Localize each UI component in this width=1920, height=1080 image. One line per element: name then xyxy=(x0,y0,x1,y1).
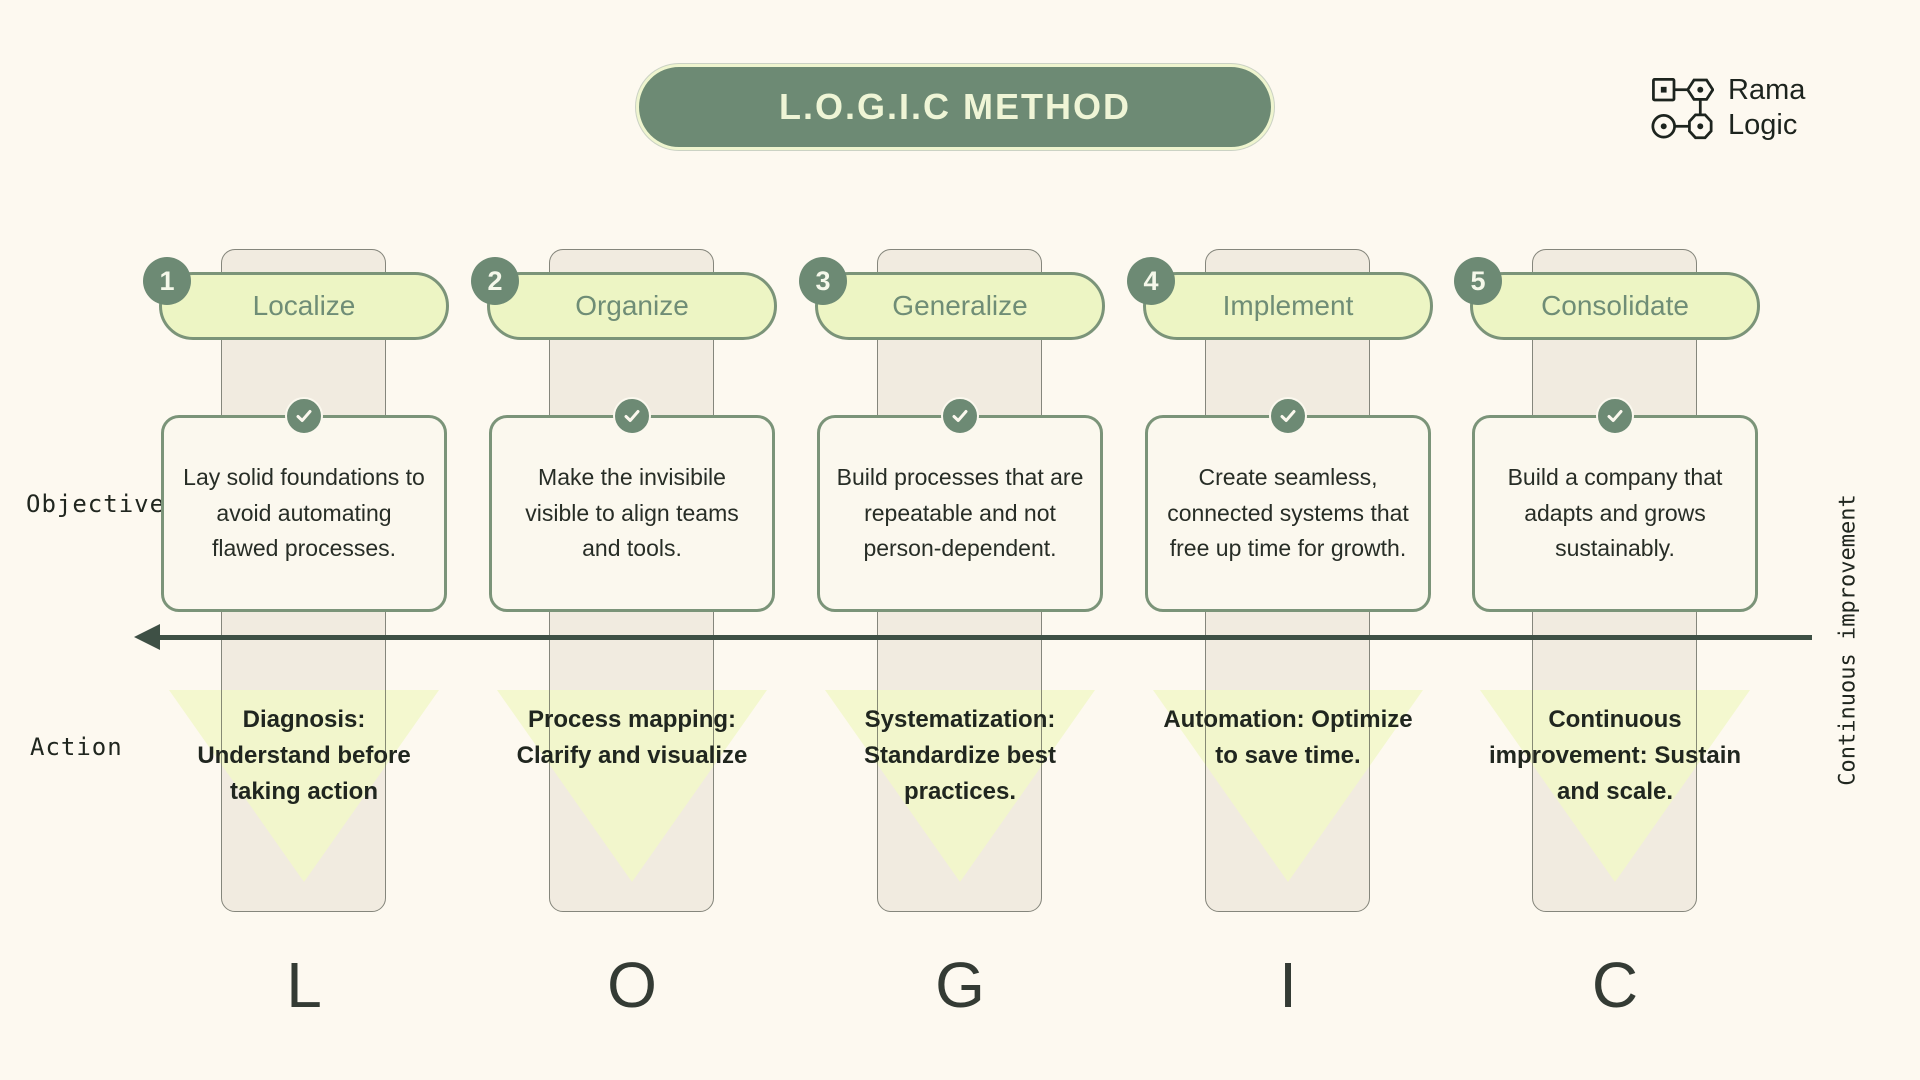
column-letter: L xyxy=(286,949,322,1021)
step-pill: Organize xyxy=(487,272,777,340)
improvement-arrow-head-icon xyxy=(134,624,160,650)
objective-text: Lay solid foundations to avoid automatin… xyxy=(183,464,425,562)
column-letter: I xyxy=(1279,949,1297,1021)
step-name: Organize xyxy=(575,290,689,321)
method-column-implement: Implement 4 Create seamless, connected s… xyxy=(1127,0,1433,1080)
method-column-organize: Organize 2 Make the invisibile visible t… xyxy=(471,0,777,1080)
title-pill: L.O.G.I.C METHOD xyxy=(636,64,1274,150)
page-title: L.O.G.I.C METHOD xyxy=(779,86,1131,127)
step-name: Generalize xyxy=(892,290,1028,321)
logo-text: Rama Logic xyxy=(1728,73,1805,143)
action-text: Diagnosis: Understand before taking acti… xyxy=(197,706,411,805)
step-number-badge: 1 xyxy=(143,257,191,305)
column-letter: G xyxy=(935,949,985,1021)
objective-card: Build a company that adapts and grows su… xyxy=(1472,415,1758,612)
step-pill: Generalize xyxy=(815,272,1105,340)
step-name: Localize xyxy=(252,290,356,321)
logo-text-line1: Rama xyxy=(1728,74,1806,106)
step-pill: Localize xyxy=(159,272,449,340)
column-letter: C xyxy=(1591,949,1639,1021)
row-label-objective: Objective xyxy=(26,490,166,518)
method-column-generalize: Generalize 3 Build processes that are re… xyxy=(799,0,1105,1080)
logo-text-line2: Logic xyxy=(1728,108,1798,141)
step-number-badge: 5 xyxy=(1454,257,1502,305)
improvement-arrow-line xyxy=(152,635,1812,640)
row-label-action: Action xyxy=(30,733,123,761)
step-name: Implement xyxy=(1222,290,1354,321)
action-text: Automation: Optimize to save time. xyxy=(1163,706,1413,769)
action-text: Process mapping: Clarify and visualize xyxy=(516,706,748,769)
step-number-badge: 3 xyxy=(799,257,847,305)
step-number-badge: 2 xyxy=(471,257,519,305)
step-pill: Consolidate xyxy=(1470,272,1760,340)
action-text: Systematization: Standardize best practi… xyxy=(863,706,1057,805)
objective-text: Create seamless, connected systems that … xyxy=(1167,464,1409,562)
objective-card: Make the invisibile visible to align tea… xyxy=(489,415,775,612)
objective-text: Build processes that are repeatable and … xyxy=(836,464,1084,562)
improvement-arrow-label: Continuous improvement xyxy=(1835,494,1861,786)
logo-mark-icon xyxy=(1650,76,1714,140)
objective-text: Make the invisibile visible to align tea… xyxy=(525,464,739,562)
logo: Rama Logic xyxy=(1650,73,1805,143)
step-pill: Implement xyxy=(1143,272,1433,340)
check-icon xyxy=(613,397,651,435)
check-icon xyxy=(1269,397,1307,435)
step-name: Consolidate xyxy=(1541,290,1689,321)
check-icon xyxy=(285,397,323,435)
check-icon xyxy=(1596,397,1634,435)
action-text: Continuous improvement: Sustain and scal… xyxy=(1488,706,1742,805)
objective-text: Build a company that adapts and grows su… xyxy=(1507,464,1723,562)
column-letter: O xyxy=(607,949,657,1021)
check-icon xyxy=(941,397,979,435)
objective-card: Build processes that are repeatable and … xyxy=(817,415,1103,612)
objective-card: Create seamless, connected systems that … xyxy=(1145,415,1431,612)
method-column-localize: Localize 1 Lay solid foundations to avoi… xyxy=(143,0,449,1080)
step-number-badge: 4 xyxy=(1127,257,1175,305)
objective-card: Lay solid foundations to avoid automatin… xyxy=(161,415,447,612)
method-column-consolidate: Consolidate 5 Build a company that adapt… xyxy=(1454,0,1760,1080)
